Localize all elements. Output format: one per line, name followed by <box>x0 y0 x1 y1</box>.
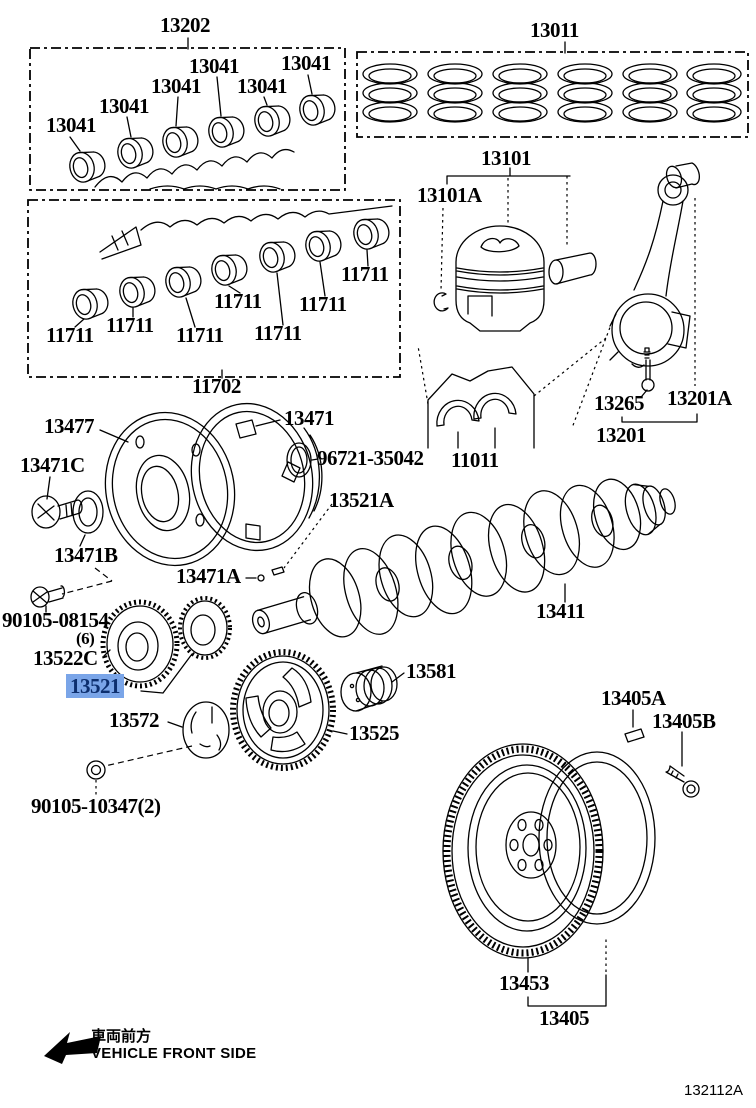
part-label-13453: 13453 <box>499 971 550 995</box>
part-label-11711: 11711 <box>299 292 347 316</box>
part-label-11711: 11711 <box>176 323 224 347</box>
part-label-13405b: 13405B <box>652 709 716 733</box>
part-label-11711: 11711 <box>214 289 262 313</box>
part-label-13572: 13572 <box>109 708 160 732</box>
part-label-11711: 11711 <box>254 321 302 345</box>
part-label-13411: 13411 <box>536 599 585 623</box>
part-label-90105-08154: 90105-08154 <box>2 608 109 632</box>
part-label-13522c: 13522C <box>33 646 98 670</box>
part-label-13011: 13011 <box>530 18 579 42</box>
part-label-13101: 13101 <box>481 146 532 170</box>
part-label-13525: 13525 <box>349 721 400 745</box>
part-label-96721-35042: 96721-35042 <box>317 446 424 470</box>
part-label-13265: 13265 <box>594 391 645 415</box>
part-label-13201a: 13201A <box>667 386 732 410</box>
part-label-90105-10347: 90105-10347(2) <box>31 794 161 818</box>
part-label-13471b: 13471B <box>54 543 118 567</box>
part-label-13471: 13471 <box>284 406 335 430</box>
part-label-13041: 13041 <box>189 54 240 78</box>
part-label-13201: 13201 <box>596 423 647 447</box>
part-label-13405a: 13405A <box>601 686 666 710</box>
part-label-11711: 11711 <box>341 262 389 286</box>
part-label-13521a: 13521A <box>329 488 394 512</box>
part-label-13041: 13041 <box>99 94 150 118</box>
part-label-13471c: 13471C <box>20 453 85 477</box>
part-label-13041: 13041 <box>281 51 332 75</box>
part-label-13041: 13041 <box>237 74 288 98</box>
part-label-13477: 13477 <box>44 414 95 438</box>
part-label-qty-6: (6) <box>76 629 95 648</box>
part-label-13581: 13581 <box>406 659 457 683</box>
part-label-13101a: 13101A <box>417 183 482 207</box>
part-label-13041: 13041 <box>151 74 202 98</box>
part-label-13521-highlighted[interactable]: 13521 <box>66 674 124 699</box>
diagram-code: 132112A <box>684 1082 743 1099</box>
part-label-13202: 13202 <box>160 13 211 37</box>
part-label-11711: 11711 <box>106 313 154 337</box>
part-label-11011: 11011 <box>451 448 499 472</box>
part-label-11702: 11702 <box>192 374 241 398</box>
part-label-13471a: 13471A <box>176 564 241 588</box>
front-side-label-en: VEHICLE FRONT SIDE <box>91 1045 257 1062</box>
front-side-label-jp: 車両前方 <box>91 1028 152 1045</box>
part-label-11711: 11711 <box>46 323 94 347</box>
part-label-13041: 13041 <box>46 113 97 137</box>
part-label-13405: 13405 <box>539 1006 590 1030</box>
